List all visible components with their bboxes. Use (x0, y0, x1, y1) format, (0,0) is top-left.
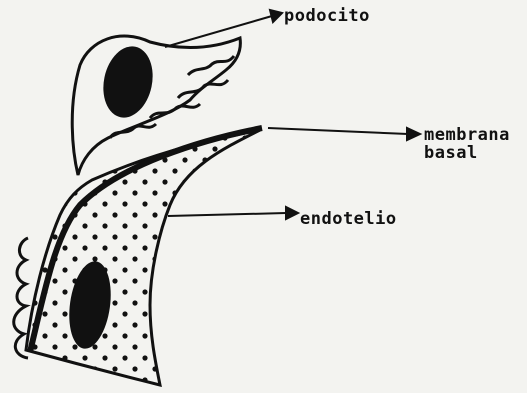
membrana-arrowhead (407, 128, 420, 140)
label-membrana-line1: membrana (424, 126, 510, 144)
podocito-arrow (165, 16, 272, 47)
podocito-arrowhead (270, 10, 282, 22)
label-membrana-basal: membrana basal (424, 126, 510, 162)
membrana-arrow (268, 128, 408, 134)
label-podocito: podocito (284, 7, 370, 25)
label-membrana-line2: basal (424, 144, 510, 162)
label-endotelio: endotelio (300, 210, 397, 228)
endothelium-cell (26, 130, 260, 385)
endotelio-arrowhead (286, 207, 298, 219)
pointer-arrows (165, 10, 420, 219)
endotelio-arrow (168, 213, 286, 216)
